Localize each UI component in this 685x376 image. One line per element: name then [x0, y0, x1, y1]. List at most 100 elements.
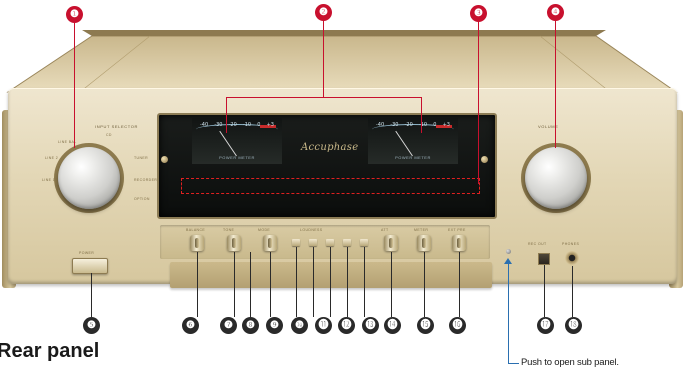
- meter-tick: +3: [266, 122, 274, 128]
- callout-badge: ❶: [66, 6, 83, 23]
- tone-toggle[interactable]: [227, 235, 241, 251]
- input-selector-label: INPUT SELECTOR: [95, 124, 138, 129]
- callout-badge: ❹: [547, 4, 564, 21]
- control-label: TONE: [223, 228, 235, 232]
- callout-leader: [478, 21, 479, 184]
- input-pos-label: TUNER: [134, 156, 149, 160]
- callout-badge: ⓱: [537, 317, 554, 334]
- meter-caption: POWER METER: [395, 155, 431, 160]
- input-pos-label: RECORDER: [134, 178, 158, 182]
- control-label: EXT PRE: [448, 228, 466, 232]
- sub-panel-cover[interactable]: [170, 262, 492, 288]
- input-pos-label: LINE 1: [42, 178, 56, 182]
- meter-screw: [161, 156, 168, 163]
- callout-badge: ❼: [220, 317, 237, 334]
- meter-callout-bracket: [226, 97, 422, 133]
- mode-toggle[interactable]: [263, 235, 277, 251]
- callout-leader: [572, 266, 573, 317]
- callout-leader: [270, 252, 271, 317]
- meter-ticks: -40 -30 -20 -10 0 +3: [376, 122, 450, 128]
- callout-leader: [424, 252, 425, 317]
- callout-leader: [555, 21, 556, 148]
- push-button[interactable]: [309, 239, 317, 246]
- brand-logo: Accuphase: [301, 142, 359, 153]
- callout-leader: [330, 247, 331, 317]
- control-label: REC OUT: [528, 242, 547, 246]
- control-bar: [160, 225, 490, 259]
- meter-screw: [481, 156, 488, 163]
- callout-badge: ❻: [182, 317, 199, 334]
- ext-pre-toggle[interactable]: [452, 235, 466, 251]
- rear-panel-heading: Rear panel: [0, 340, 100, 362]
- callout-leader: [313, 247, 314, 317]
- right-power-meter: -40 -30 -20 -10 0 +3 POWER METER: [368, 118, 458, 164]
- input-pos-label: LINE BAL: [58, 140, 77, 144]
- power-button[interactable]: [72, 258, 108, 274]
- callout-badge: ❸: [470, 5, 487, 22]
- meter-tick: -40: [376, 122, 385, 128]
- meter-tick: -10: [242, 122, 252, 128]
- input-pos-label: LINE 2: [45, 156, 59, 160]
- meter-toggle[interactable]: [417, 235, 431, 251]
- callout-leader: [250, 252, 251, 317]
- input-pos-label: CD: [106, 133, 112, 137]
- volume-knob[interactable]: [525, 147, 587, 209]
- callout-badge: ⓭: [362, 317, 379, 334]
- meter-scale-arc: [196, 124, 278, 135]
- control-label: LOUDNESS: [300, 228, 323, 232]
- callout-badge: ⓮: [384, 317, 401, 334]
- input-selector-knob[interactable]: [58, 147, 120, 209]
- callout-leader: [391, 252, 392, 317]
- callout-badge: ❾: [266, 317, 283, 334]
- note-leader: [508, 363, 519, 364]
- callout-badge: ❿: [291, 317, 308, 334]
- callout-leader: [197, 252, 198, 317]
- left-power-meter: -40 -30 -20 -10 0 +3 POWER METER: [192, 118, 282, 164]
- meter-caption: POWER METER: [219, 155, 255, 160]
- meter-ticks: -40 -30 -20 -10 0 +3: [200, 122, 274, 128]
- note-arrow-icon: [504, 258, 512, 264]
- control-label: BALANCE: [186, 228, 206, 232]
- callout-badge: ⓬: [338, 317, 355, 334]
- note-leader: [508, 262, 509, 364]
- callout-leader: [91, 273, 92, 317]
- push-button[interactable]: [360, 239, 368, 246]
- meter-tick: 0: [433, 122, 437, 128]
- callout-badge: ❺: [83, 317, 100, 334]
- meter-tick: -40: [200, 122, 209, 128]
- control-label: MODE: [258, 228, 271, 232]
- callout-badge: ❷: [315, 4, 332, 21]
- control-label: METER: [414, 228, 429, 232]
- control-label: ATT: [381, 228, 389, 232]
- meter-tick: -20: [404, 122, 413, 128]
- display-dashed-outline: [181, 178, 480, 194]
- callout-leader: [74, 23, 75, 148]
- sub-panel-release[interactable]: [506, 249, 511, 254]
- callout-badge: ⓯: [417, 317, 434, 334]
- att-toggle[interactable]: [384, 235, 398, 251]
- meter-tick: -30: [390, 122, 399, 128]
- sub-panel-note: Push to open sub panel.: [521, 357, 619, 368]
- callout-leader: [234, 252, 235, 317]
- balance-toggle[interactable]: [190, 235, 204, 251]
- volume-label: VOLUME: [538, 124, 559, 129]
- input-pos-label: OPTION: [134, 197, 150, 201]
- callout-leader: [459, 252, 460, 317]
- meter-tick: +3: [442, 122, 450, 128]
- meter-scale-arc: [372, 124, 454, 135]
- push-button[interactable]: [343, 239, 351, 246]
- meter-tick: 0: [257, 122, 261, 128]
- power-label: POWER: [79, 251, 95, 255]
- callout-leader: [364, 247, 365, 317]
- push-button[interactable]: [292, 239, 300, 246]
- control-label: PHONES: [562, 242, 580, 246]
- phones-jack[interactable]: [565, 251, 579, 265]
- callout-badge: ❽: [242, 317, 259, 334]
- callout-leader: [544, 265, 545, 317]
- rec-out-button[interactable]: [538, 253, 550, 265]
- callout-leader: [323, 20, 324, 97]
- callout-badge: ⓰: [449, 317, 466, 334]
- push-button[interactable]: [326, 239, 334, 246]
- callout-badge: ⓲: [565, 317, 582, 334]
